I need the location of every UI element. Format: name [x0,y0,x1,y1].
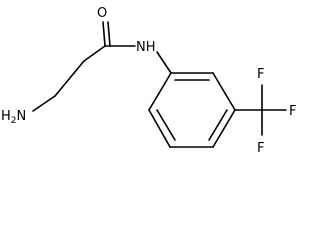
ring-bond-1 [148,72,172,111]
bonds [32,21,287,148]
ring-bond-5 [212,72,236,111]
ring-inner-2 [156,109,176,141]
chemical-structure-diagram: H2N O NH F F F [1,6,296,156]
bond-carbonyl-1 [102,21,106,47]
ring-bond-4 [212,109,236,148]
carbonyl-oxygen-label: O [97,6,107,21]
bond-carbonyl-2 [107,21,111,47]
bond-n-c1 [32,95,56,112]
bond-c2-c3 [83,45,106,62]
fluorine-bottom-label: F [257,141,264,156]
ring-bond-2 [148,109,171,148]
amine-h: H [1,109,11,124]
atom-labels: H2N O NH F F F [1,6,296,156]
fluorine-right-label: F [289,104,296,119]
bond-nh-ring [156,51,172,74]
bond-c1-c2 [54,60,85,97]
fluorine-top-label: F [257,67,264,82]
amine-subscript: 2 [11,116,17,126]
amide-nitrogen-label: NH [136,40,156,55]
amine-label: H2N [1,109,26,126]
ring-inner-3 [208,109,228,141]
amine-n: N [17,109,27,124]
